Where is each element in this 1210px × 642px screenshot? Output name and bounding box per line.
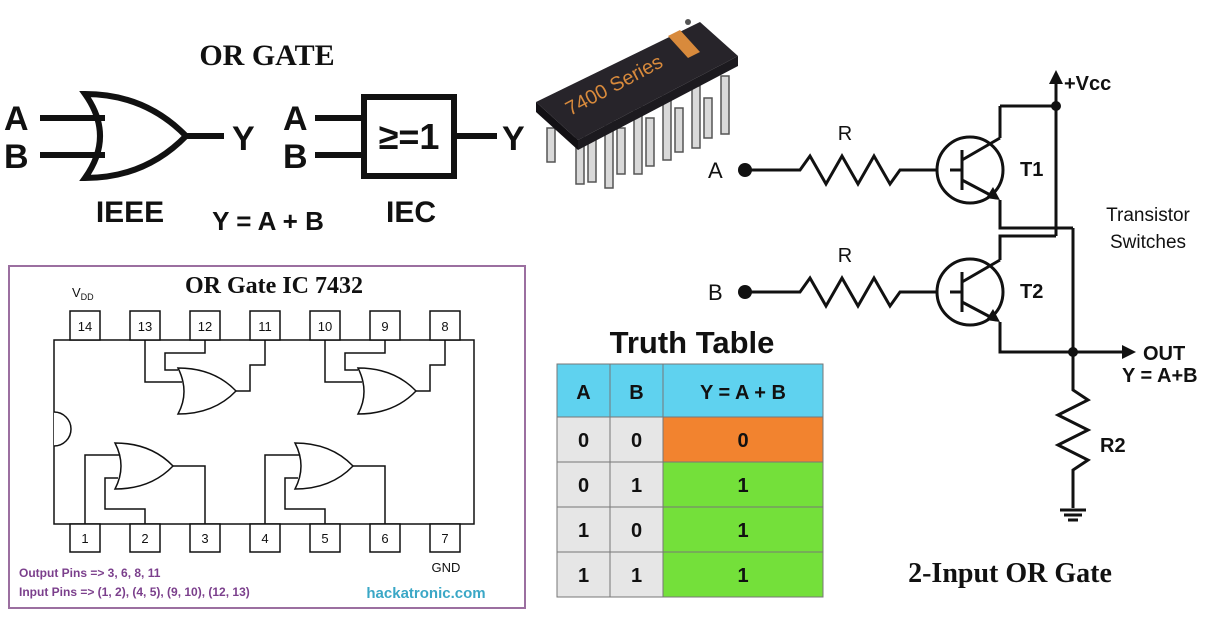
dip-chip-illustration: 7400 Series xyxy=(536,19,738,189)
truth-table-value: 0 xyxy=(631,520,642,542)
truth-table-value: 1 xyxy=(737,520,748,542)
ic-pin-number: 14 xyxy=(78,319,92,334)
vdd-main: V xyxy=(72,285,81,300)
ic-pin xyxy=(309,523,341,553)
r2-label: R2 xyxy=(1100,435,1126,457)
ic-pin-number: 2 xyxy=(141,531,148,546)
ic-title: OR Gate IC 7432 xyxy=(185,273,363,299)
ieee-input-a: A xyxy=(4,100,29,138)
truth-table-cell xyxy=(662,551,824,598)
transistor-circuit xyxy=(738,70,1136,522)
truth-table-value: 1 xyxy=(631,565,642,587)
truth-table: A B Y = A + B 0 0 0 0 1 1 1 0 1 1 1 1 xyxy=(556,363,824,598)
gnd-label: GND xyxy=(432,560,461,575)
ic-pin-number: 8 xyxy=(441,319,448,334)
ic-pin xyxy=(249,523,281,553)
truth-table-cell xyxy=(556,551,611,598)
out-label: OUT xyxy=(1143,343,1185,365)
truth-table-value: 1 xyxy=(737,475,748,497)
ic-pin-number: 7 xyxy=(441,531,448,546)
circuit-input-b: B xyxy=(708,280,723,305)
output-pins-text: Output Pins => 3, 6, 8, 11 xyxy=(19,566,161,580)
truth-table-cell xyxy=(556,506,611,553)
truth-table-cell xyxy=(662,506,824,553)
website-link[interactable]: hackatronic.com xyxy=(366,585,485,602)
or-gate-title: OR GATE xyxy=(199,39,334,72)
ic-pin-number: 6 xyxy=(381,531,388,546)
truth-table-header: A xyxy=(576,382,590,404)
truth-table-header: B xyxy=(629,382,643,404)
truth-table-title: Truth Table xyxy=(610,325,775,360)
ieee-or-gate-symbol xyxy=(40,90,224,182)
iec-box-text: ≥=1 xyxy=(379,116,440,157)
ic-pin-number: 4 xyxy=(261,531,268,546)
resistor-r-label-1: R xyxy=(838,123,852,145)
truth-table-value: 1 xyxy=(578,565,589,587)
truth-table-header-cell xyxy=(662,363,824,418)
vdd-label: VDD xyxy=(72,285,94,302)
circuit-title: 2-Input OR Gate xyxy=(908,558,1112,589)
ic-notch xyxy=(53,411,72,447)
switches-label-line2: Switches xyxy=(1110,232,1186,253)
ieee-output-y: Y xyxy=(232,120,255,158)
ic-pin xyxy=(369,523,401,553)
transistor-t1-label: T1 xyxy=(1020,159,1043,181)
iec-label: IEC xyxy=(386,196,436,229)
truth-table-value: 1 xyxy=(578,520,589,542)
ic-internal-gates xyxy=(84,340,446,524)
ic-pin-number: 9 xyxy=(381,319,388,334)
ic-top-pins: 14 13 12 11 10 9 8 xyxy=(69,310,461,341)
ic-pin-number: 1 xyxy=(81,531,88,546)
truth-table-value: 0 xyxy=(578,430,589,452)
ic-pin-number: 5 xyxy=(321,531,328,546)
truth-table-cell xyxy=(609,551,664,598)
truth-table-value: 0 xyxy=(737,430,748,452)
iec-input-a: A xyxy=(283,100,308,138)
truth-table-value: 0 xyxy=(578,475,589,497)
truth-table-value: 1 xyxy=(631,475,642,497)
vdd-sub: DD xyxy=(81,292,94,302)
iec-input-b: B xyxy=(283,138,308,176)
iec-or-gate-symbol xyxy=(315,94,497,179)
switches-label-line1: Transistor xyxy=(1106,205,1190,226)
ic-pin-number: 10 xyxy=(318,319,332,334)
input-pins-text: Input Pins => (1, 2), (4, 5), (9, 10), (… xyxy=(19,585,250,599)
ic-bottom-pins: 1 2 3 4 5 6 7 xyxy=(69,523,461,553)
ic-pin-number: 12 xyxy=(198,319,212,334)
ic-pin xyxy=(309,310,341,341)
ic-pin-number: 11 xyxy=(258,319,272,334)
ic-body xyxy=(53,339,475,525)
truth-table-value: 1 xyxy=(737,565,748,587)
ic-pin-number: 13 xyxy=(138,319,152,334)
out-equation: Y = A+B xyxy=(1122,365,1198,387)
vcc-label: +Vcc xyxy=(1064,73,1111,95)
ic-pin xyxy=(69,310,101,341)
ic-pin-number: 3 xyxy=(201,531,208,546)
ic-pin xyxy=(429,310,461,341)
truth-table-cell xyxy=(662,416,824,463)
circuit-input-a: A xyxy=(708,158,723,183)
ieee-input-b: B xyxy=(4,138,29,176)
truth-table-header-cell xyxy=(556,363,611,418)
transistor-t2-label: T2 xyxy=(1020,281,1043,303)
ic-pin xyxy=(129,523,161,553)
ieee-label: IEEE xyxy=(96,196,164,229)
ic-pin xyxy=(429,523,461,553)
iec-output-y: Y xyxy=(502,120,525,158)
truth-table-value: 0 xyxy=(631,430,642,452)
truth-table-cell xyxy=(662,461,824,508)
or-equation: Y = A + B xyxy=(212,206,324,236)
resistor-r-label-2: R xyxy=(838,245,852,267)
truth-table-cell xyxy=(556,416,611,463)
ic-pin xyxy=(69,523,101,553)
truth-table-header: Y = A + B xyxy=(700,382,786,404)
ic-pin xyxy=(249,310,281,341)
